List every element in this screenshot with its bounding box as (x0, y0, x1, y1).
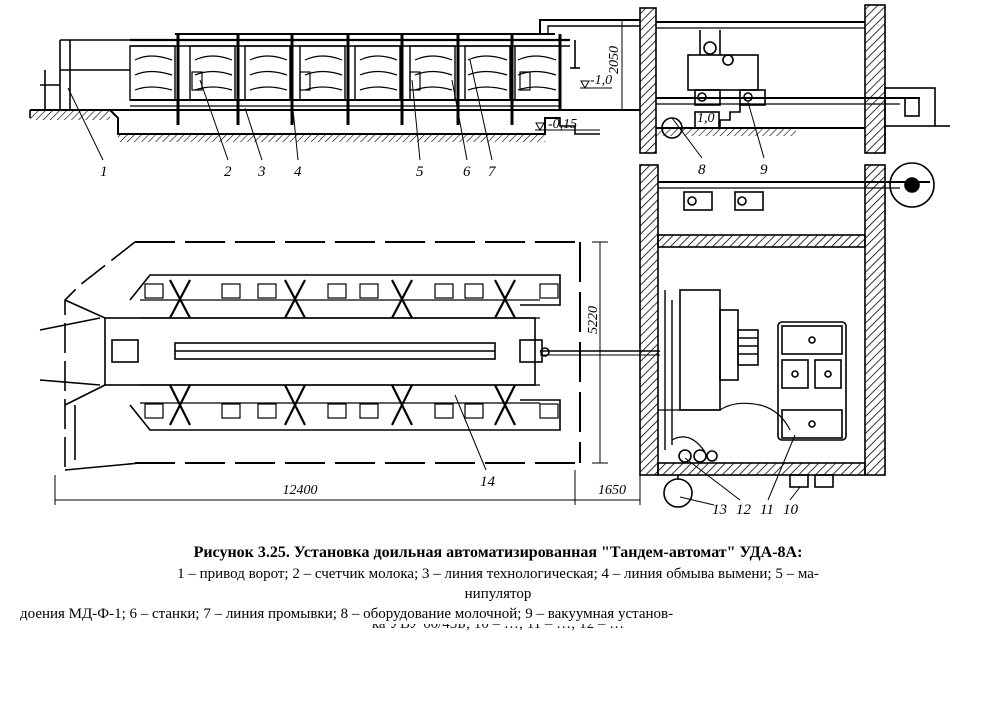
milk-room-section (639, 4, 950, 154)
side-elevation-view (29, 19, 640, 142)
callout-leaders (67, 59, 801, 506)
figure-title: Рисунок 3.25. Установка доильная автомат… (193, 544, 803, 561)
dimension-12400-label: 12400 (283, 483, 318, 498)
level-mark-1: 1,0 (697, 111, 715, 126)
callout-6: 6 (463, 164, 471, 180)
dimension-1650: 1650 (575, 470, 641, 505)
callout-14: 14 (480, 474, 496, 490)
callout-8: 8 (698, 162, 706, 178)
callout-5: 5 (416, 164, 424, 180)
legend-line-1: 1 – привод ворот; 2 – счетчик молока; 3 … (177, 566, 819, 582)
callout-2: 2 (224, 164, 232, 180)
dimension-2050-label: 2050 (607, 46, 622, 74)
plan-view-parlour (39, 241, 660, 471)
milk-room-plan (639, 162, 935, 508)
figure-caption: Рисунок 3.25. Установка доильная автомат… (20, 543, 976, 634)
callout-numbers: 1 2 3 4 5 6 7 8 9 14 13 12 11 10 (100, 162, 799, 518)
callout-7: 7 (488, 164, 497, 180)
callout-10: 10 (783, 502, 799, 518)
legend-line-4-cut: ка УВУ 60/45Б; 10 – …; 11 – …; 12 – … (371, 624, 625, 632)
callout-13: 13 (712, 502, 727, 518)
legend-line-3: доения МД-Ф-1; 6 – станки; 7 – линия про… (20, 606, 674, 622)
dimension-5220: 5220 (586, 241, 608, 464)
dimension-5220-label: 5220 (586, 306, 601, 334)
svg-text:-0,15: -0,15 (548, 117, 577, 132)
callout-4: 4 (294, 164, 302, 180)
dimension-12400: 12400 (54, 470, 576, 505)
svg-text:-1,0: -1,0 (590, 73, 612, 88)
callout-12: 12 (736, 502, 752, 518)
legend-line-2: нипулятор (464, 586, 532, 602)
dimension-2050: 2050 (607, 19, 630, 111)
callout-3: 3 (257, 164, 266, 180)
dimension-1650-label: 1650 (598, 483, 626, 498)
level-mark-minus-015: -0,15 (535, 117, 600, 132)
technical-drawing: 2050 -1,0 -0,15 (29, 4, 950, 518)
callout-1: 1 (100, 164, 108, 180)
callout-11: 11 (760, 502, 774, 518)
level-mark-minus-1: -1,0 (580, 73, 612, 90)
callout-9: 9 (760, 162, 768, 178)
